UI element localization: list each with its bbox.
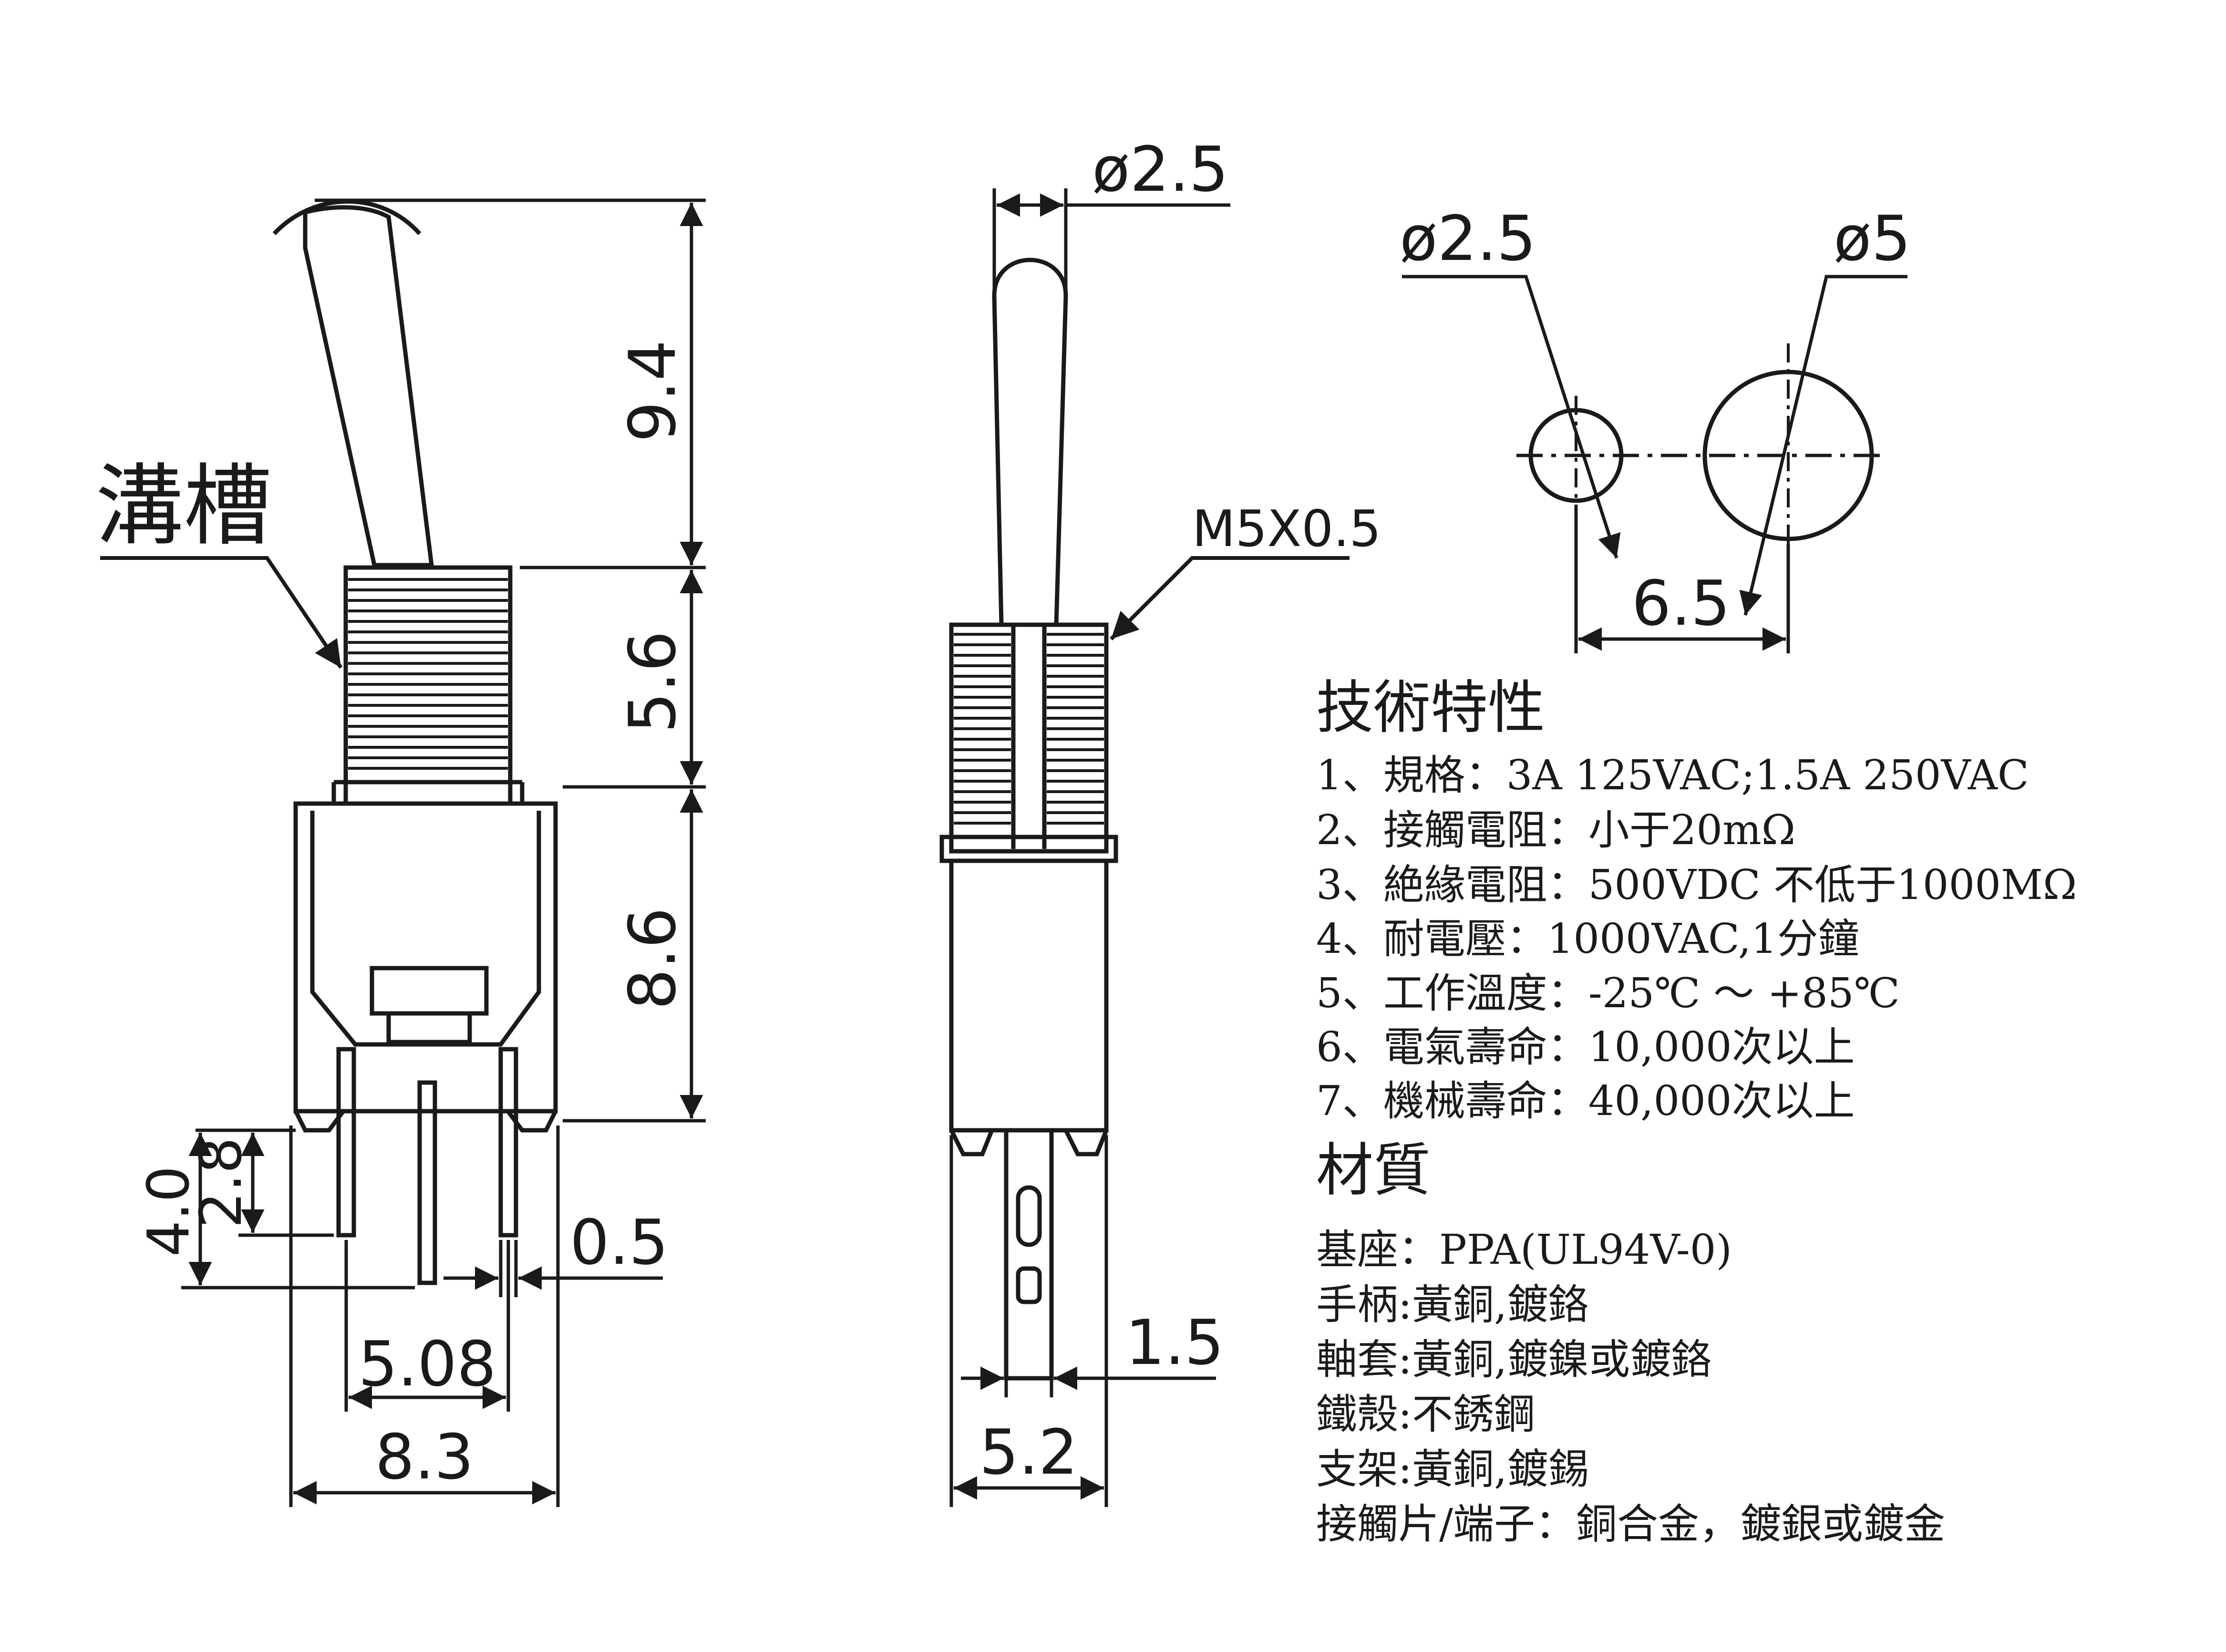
spec-item: 3、絶緣電阻：500VDC 不低于1000MΩ	[1316, 861, 2077, 909]
side-dim-handle-dia: ø2.5	[1092, 133, 1228, 206]
spec-item: 4、耐電壓：1000VAC,1分鐘	[1316, 915, 1859, 963]
side-dim-lines-terminal	[961, 1288, 1216, 1397]
side-dim-lines-top	[992, 188, 1230, 305]
material-item: 基座：PPA(UL94V-0)	[1316, 1226, 1732, 1274]
toggle-handle	[272, 199, 434, 568]
mount-dim-spacing: 6.5	[1632, 567, 1731, 640]
dim-handle-height: 9.4	[615, 340, 690, 443]
side-handle	[992, 258, 1068, 627]
front-view: 溝槽 9.4 5.6 8.6 2.8 4.0	[95, 198, 706, 1507]
dim-lines-vertical	[315, 198, 706, 1123]
mounting-view: ø2.5 ø5 6.5	[1400, 202, 1911, 653]
material-item: 手柄:黃銅,鍍鉻	[1316, 1281, 1589, 1329]
dim-bushing-height: 5.6	[615, 631, 690, 733]
spec-item: 5、工作溫度：-25℃ ～ +85℃	[1316, 970, 1900, 1017]
side-bushing	[939, 622, 1118, 863]
material-item: 接觸片/端子：銅合金，鍍銀或鍍金	[1316, 1500, 1945, 1548]
side-dim-width: 5.2	[979, 1416, 1078, 1488]
dim-body-width: 8.3	[375, 1421, 474, 1493]
dim-lines-pins	[181, 1128, 415, 1290]
mount-dim-small-hole: ø2.5	[1400, 202, 1536, 275]
switch-body	[293, 801, 558, 1133]
dim-pin-width: 0.5	[570, 1206, 669, 1279]
terminal-pins	[336, 1047, 518, 1285]
dim-pin-short: 2.8	[188, 1137, 255, 1229]
mount-dim-big-hole: ø5	[1834, 202, 1911, 275]
material-item: 鐵殼:不銹鋼	[1316, 1391, 1535, 1438]
side-dim-thread: M5X0.5	[1192, 500, 1381, 558]
specs-title: 技術特性	[1316, 675, 1545, 741]
dim-body-height: 8.6	[615, 908, 690, 1010]
groove-label: 溝槽	[95, 454, 272, 558]
specs-block: 技術特性 1、規格：3A 125VAC;1.5A 250VAC 2、接觸電阻：小…	[1316, 675, 2077, 1548]
materials-title: 材質	[1316, 1137, 1431, 1204]
side-view: ø2.5 M5X0.5 1.5 5.2	[939, 133, 1381, 1507]
side-body	[949, 858, 1109, 1381]
spec-item: 6、電氣壽命：10,000次以上	[1316, 1023, 1855, 1071]
dim-pin-long: 4.0	[136, 1166, 202, 1257]
material-item: 軸套:黃銅,鍍鎳或鍍鉻	[1316, 1336, 1712, 1384]
spec-item: 1、規格：3A 125VAC;1.5A 250VAC	[1316, 752, 2029, 799]
side-dim-terminal: 1.5	[1125, 1306, 1224, 1379]
mount-dim-lines-spacing	[1574, 506, 1790, 653]
side-dim-lines-width	[949, 1135, 1108, 1507]
dim-lines-horizontal	[289, 1125, 560, 1507]
dim-lines-pin-width	[443, 1240, 663, 1297]
material-item: 支架:黃銅,鍍錫	[1316, 1446, 1589, 1493]
spec-item: 7、機械壽命：40,000次以上	[1316, 1077, 1855, 1125]
side-thread-lines	[954, 633, 1104, 825]
spec-item: 2、接觸電阻：小于20mΩ	[1316, 806, 1795, 854]
dim-pin-pitch: 5.08	[358, 1328, 496, 1400]
thread-lines	[348, 578, 508, 770]
